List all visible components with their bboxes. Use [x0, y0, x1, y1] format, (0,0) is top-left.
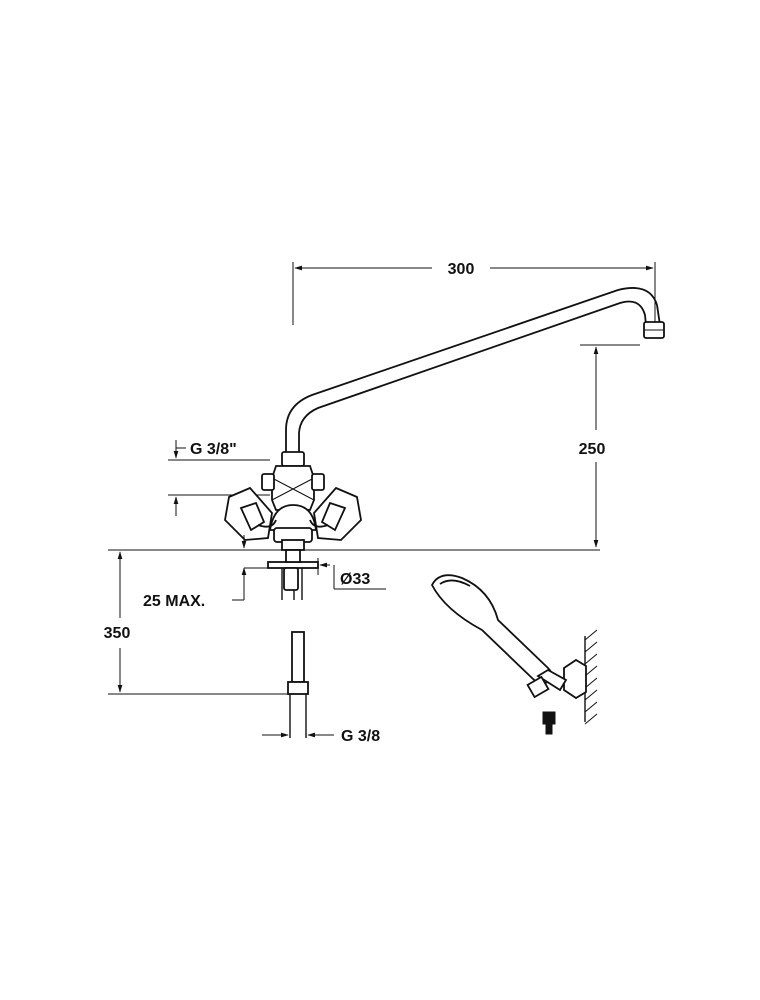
spare-fitting-body: [542, 711, 556, 725]
body-center: [271, 465, 315, 511]
label-dia33: Ø33: [340, 571, 370, 588]
dimension-hole-diameter: Ø33: [317, 558, 386, 590]
right-handle-stem: [309, 519, 329, 528]
hand-shower: [430, 574, 598, 735]
supply-hose: [287, 631, 309, 738]
hatch-2: [584, 641, 598, 653]
shower-head: [430, 574, 553, 685]
hose-nut: [287, 681, 309, 695]
swivel-spout: [285, 287, 665, 455]
body-foot: [281, 539, 305, 551]
wall-hatching: [584, 629, 598, 725]
wall-bracket: [563, 658, 587, 700]
hatch-7: [584, 701, 598, 713]
mixer-body: [261, 451, 325, 551]
mounting-stud: [285, 549, 301, 563]
hatch-8: [584, 713, 598, 725]
dimension-spout-height: 250: [579, 344, 640, 548]
hose-fitting: [526, 675, 550, 699]
left-handle-stem: [257, 519, 277, 528]
dimension-deck-thickness: 25 MAX.: [143, 535, 268, 610]
label-g38: G 3/8: [341, 728, 380, 745]
hatch-3: [584, 653, 598, 665]
deck-mount: [267, 549, 319, 600]
label-350: 350: [104, 625, 131, 642]
mounting-nut: [283, 567, 299, 591]
dimension-shank-thread: G 3/8: [262, 728, 380, 745]
right-handle-inner: [320, 501, 347, 532]
left-handle: [224, 486, 277, 541]
dimension-shank-length: 350: [104, 551, 300, 695]
swivel-nut: [281, 451, 305, 467]
hatch-6: [584, 689, 598, 701]
label-250: 250: [579, 441, 606, 458]
spout-inner-edge: [298, 300, 647, 455]
label-g38-quote: G 3/8": [190, 441, 237, 458]
hatch-1: [584, 629, 598, 641]
label-25max: 25 MAX.: [143, 593, 205, 610]
inlet-right: [311, 473, 325, 491]
left-handle-inner: [239, 501, 266, 532]
dimension-spout-reach: 300: [292, 261, 656, 325]
spout-outer-edge: [285, 287, 661, 455]
shower-connector: [536, 668, 568, 692]
body-dome: [268, 504, 318, 531]
hatch-5: [584, 677, 598, 689]
hose-upper: [291, 631, 305, 683]
right-handle: [309, 486, 362, 541]
label-300: 300: [448, 261, 475, 278]
spare-fitting-thread: [545, 723, 553, 735]
shower-face: [439, 579, 471, 587]
body-cross-2: [271, 477, 315, 501]
inlet-left: [261, 473, 275, 491]
hatch-4: [584, 665, 598, 677]
